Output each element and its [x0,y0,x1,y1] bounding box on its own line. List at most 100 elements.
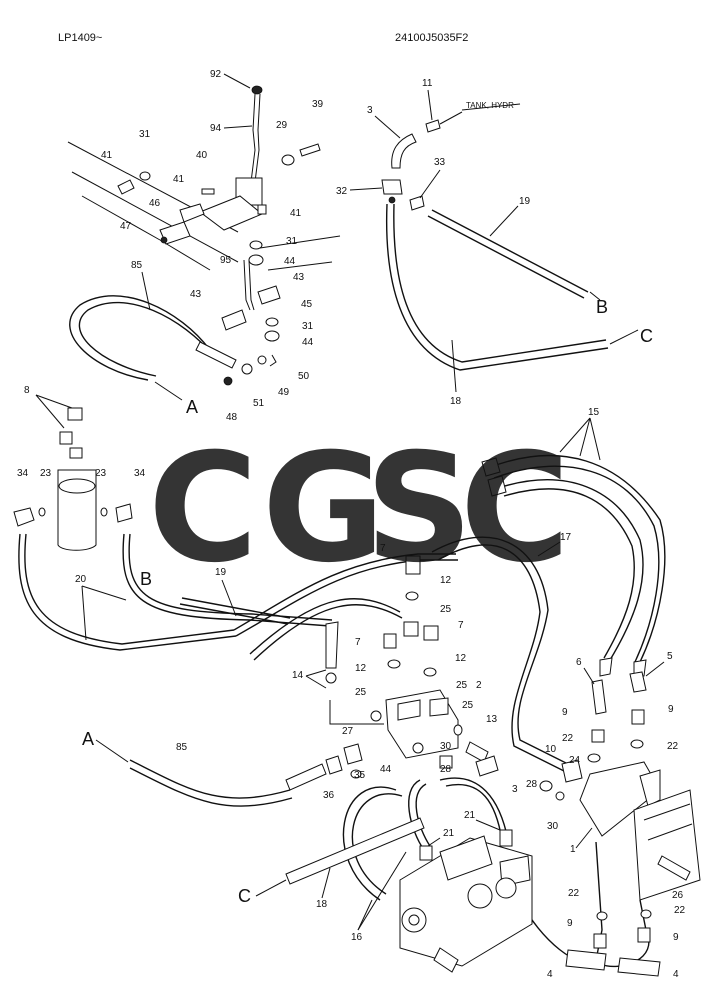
watermark-logo: C G S C [148,422,570,596]
label-16: 16 [351,932,363,943]
label-29: 29 [276,120,288,131]
label-25: 25 [355,687,367,698]
label-11: 11 [422,78,433,89]
label-2: 2 [476,680,482,691]
label-47: 47 [120,221,132,232]
label-7: 7 [355,637,361,648]
connector-a-top: A [186,397,198,417]
label-40: 40 [196,150,208,161]
label-28: 28 [440,764,452,775]
label-12: 12 [355,663,367,674]
label-34: 34 [134,468,146,479]
label-23: 23 [40,468,52,479]
label-51: 51 [253,398,265,409]
pump-labels: 21 21 18 C 16 [238,810,501,943]
watermark-letter-c1: C [148,422,258,596]
label-85: 85 [176,742,188,753]
label-9: 9 [673,932,679,943]
label-5: 5 [667,651,673,662]
label-4: 4 [547,969,553,980]
label-9: 9 [567,918,573,929]
label-31: 31 [286,236,298,247]
label-44: 44 [380,764,392,775]
label-15: 15 [588,407,600,418]
label-85: 85 [131,260,143,271]
watermark-letter-s: S [365,422,473,596]
connector-c-lower: C [238,886,251,906]
tank-hydr-label: TANK, HYDR [466,101,514,110]
label-45: 45 [301,299,313,310]
label-17: 17 [560,532,572,543]
label-49: 49 [278,387,290,398]
label-14: 14 [292,670,304,681]
label-10: 10 [545,744,557,755]
label-39: 39 [312,99,324,110]
hydraulic-pump [285,777,533,973]
watermark-letter-g: G [262,422,385,596]
label-9: 9 [562,707,568,718]
label-46: 46 [149,198,161,209]
label-18: 18 [316,899,328,910]
label-41: 41 [101,150,113,161]
label-32: 32 [336,186,348,197]
label-25: 25 [440,604,452,615]
label-41: 41 [290,208,302,219]
filter-labels: 8 34 23 23 34 20 B 19 [17,385,237,641]
label-23: 23 [95,468,107,479]
label-8: 8 [24,385,30,396]
label-30: 30 [547,821,559,832]
label-21: 21 [464,810,476,821]
label-30: 30 [440,741,452,752]
label-43: 43 [293,272,305,283]
label-50: 50 [298,371,310,382]
label-36: 36 [323,790,335,801]
label-34: 34 [17,468,29,479]
label-22: 22 [667,741,679,752]
label-3: 3 [512,784,518,795]
right-hose-group [481,454,701,977]
label-7: 7 [458,620,464,631]
label-33: 33 [434,157,446,168]
connector-b-top: B [596,297,608,317]
control-lever-assembly [67,85,341,386]
label-94: 94 [210,123,222,134]
label-13: 13 [486,714,498,725]
label-12: 12 [440,575,452,586]
watermark-letter-c2: C [460,422,570,596]
label-48: 48 [226,412,238,423]
label-9: 9 [668,704,674,715]
label-95: 95 [220,255,232,266]
label-22: 22 [562,733,574,744]
label-92: 92 [210,69,222,80]
label-43: 43 [190,289,202,300]
connector-c-top: C [640,326,653,346]
label-21: 21 [443,828,455,839]
tank-line-labels: 11 TANK, HYDR 3 33 32 19 18 B C [336,78,653,407]
label-31: 31 [139,129,151,140]
tank-line-assembly [381,111,639,371]
label-1: 1 [570,844,576,855]
filter-assembly [13,407,458,684]
control-lever-labels: 92 94 31 29 39 41 40 41 46 47 41 31 95 4… [101,69,324,423]
connector-b-mid: B [140,569,152,589]
cable-85-lower: A 85 36 35 3 28 [82,729,538,807]
label-31: 31 [302,321,314,332]
label-24: 24 [569,755,581,766]
connector-a-lower: A [82,729,94,749]
label-7: 7 [380,543,386,554]
label-6: 6 [576,657,582,668]
label-22: 22 [568,888,580,899]
header-left: LP1409~ [58,32,102,44]
control-valve [329,536,581,777]
label-19: 19 [519,196,531,207]
label-35: 35 [354,770,366,781]
label-41: 41 [173,174,185,185]
label-19: 19 [215,567,227,578]
header-right: 24100J5035F2 [395,32,468,44]
right-labels: 15 6 5 9 9 22 22 10 24 30 1 22 22 26 9 9… [545,407,686,980]
label-18: 18 [450,396,462,407]
label-3: 3 [367,105,373,116]
label-12: 12 [455,653,467,664]
label-27: 27 [342,726,354,737]
